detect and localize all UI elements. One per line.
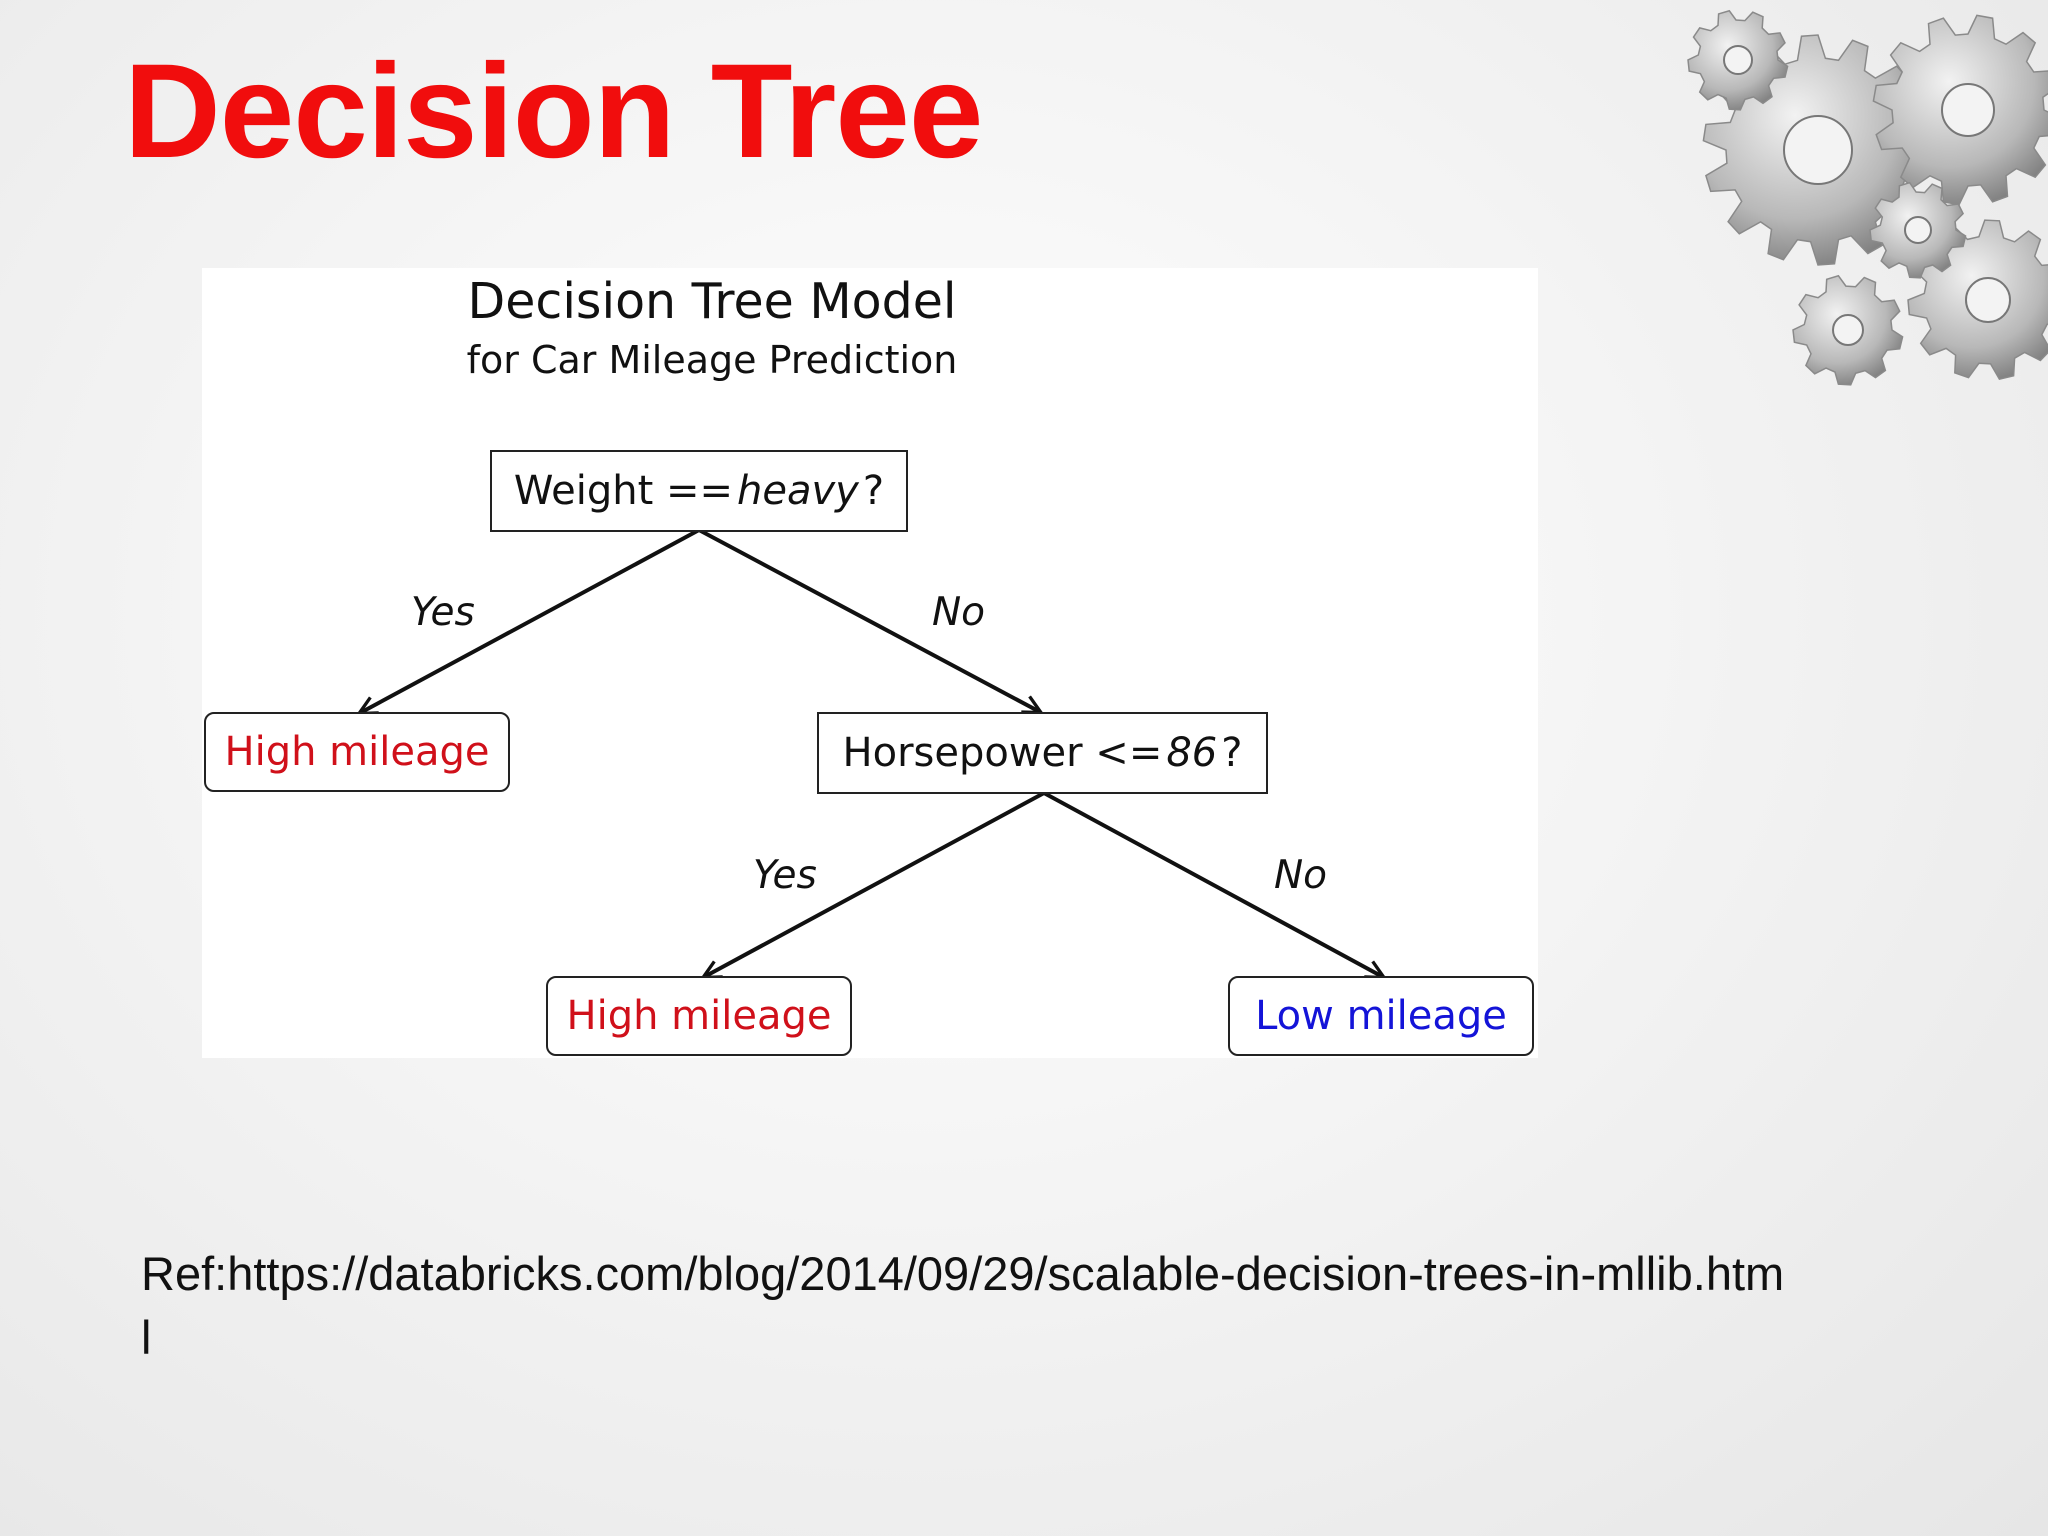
- leaf-high-mileage-left: High mileage: [204, 712, 510, 792]
- split-condition-prefix: Horsepower <=: [842, 730, 1163, 776]
- leaf-label: Low mileage: [1255, 993, 1507, 1039]
- edge-label-split-yes: Yes: [753, 853, 817, 898]
- edge-label-root-no: No: [932, 590, 986, 635]
- edge-root-yes: [360, 528, 700, 713]
- root-condition-prefix: Weight ==: [513, 468, 734, 514]
- leaf-high-mileage-middle: High mileage: [546, 976, 852, 1056]
- edge-split-yes: [704, 791, 1045, 977]
- root-condition-suffix: ?: [862, 468, 885, 514]
- edge-label-root-yes: Yes: [411, 590, 475, 635]
- leaf-label: High mileage: [566, 993, 832, 1039]
- root-decision-node: Weight == heavy ?: [490, 450, 908, 532]
- decision-tree-diagram: Decision Tree Model for Car Mileage Pred…: [202, 268, 1538, 1058]
- edge-root-no: [698, 528, 1040, 712]
- reference-link-text: Ref:https://databricks.com/blog/2014/09/…: [141, 1247, 1785, 1364]
- leaf-low-mileage-right: Low mileage: [1228, 976, 1534, 1056]
- split-condition-value: 86: [1166, 730, 1218, 776]
- split-condition-suffix: ?: [1221, 730, 1243, 776]
- root-condition-value: heavy: [737, 468, 859, 514]
- gears-icon: [1687, 9, 2048, 386]
- tree-connectors: [202, 528, 1538, 1058]
- edge-label-split-no: No: [1274, 853, 1328, 898]
- slide-title: Decision Tree: [124, 37, 983, 186]
- leaf-label: High mileage: [224, 729, 490, 775]
- diagram-subtitle: for Car Mileage Prediction: [466, 338, 958, 382]
- horsepower-decision-node: Horsepower <= 86 ?: [817, 712, 1268, 794]
- diagram-title: Decision Tree Model: [467, 273, 957, 330]
- diagram-title-block: Decision Tree Model for Car Mileage Pred…: [202, 268, 1222, 388]
- edge-split-no: [1043, 791, 1383, 977]
